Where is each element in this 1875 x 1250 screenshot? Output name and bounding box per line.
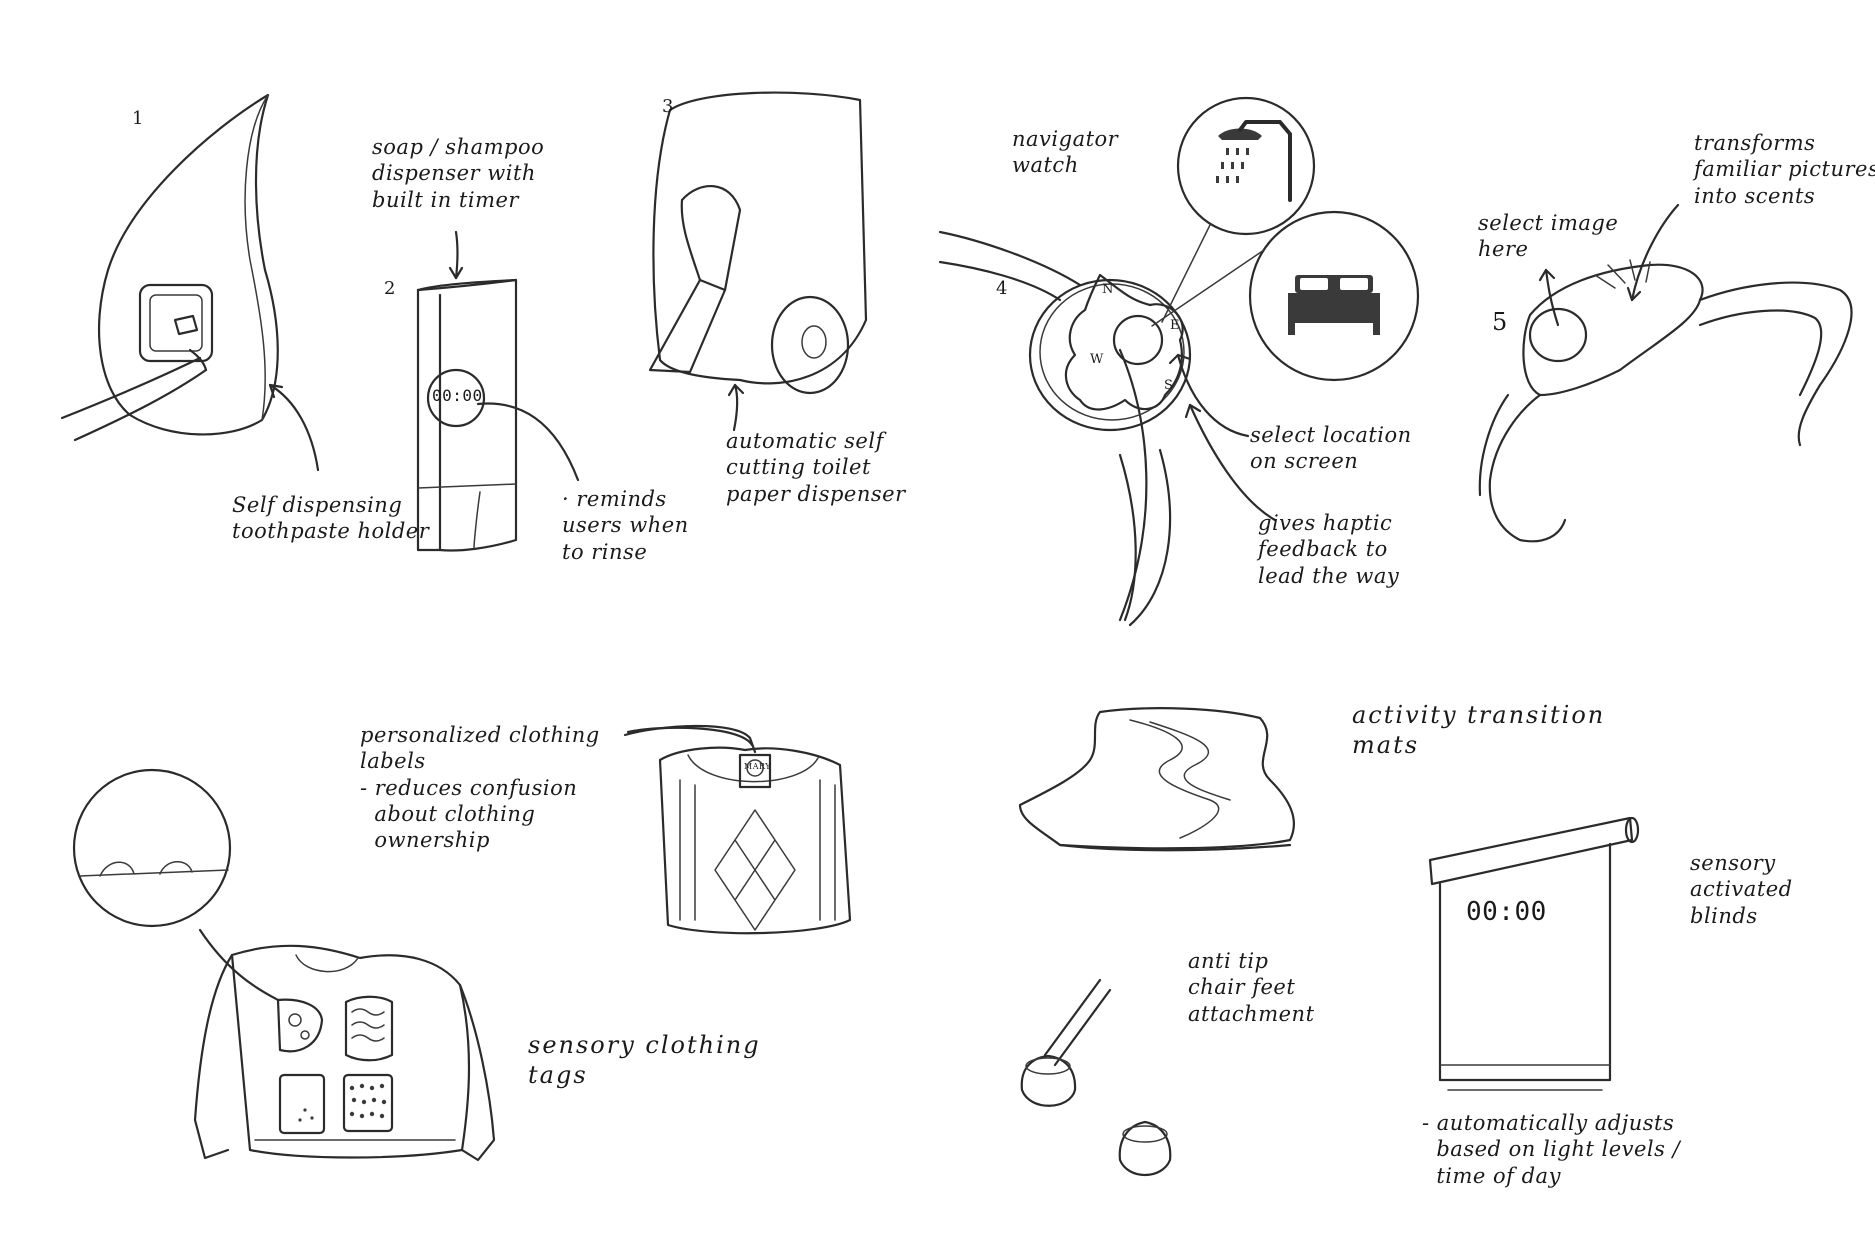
sketch-number-4: 4 — [996, 278, 1008, 299]
compass-east-label: E — [1170, 318, 1180, 333]
sketch-number-3: 3 — [662, 96, 674, 117]
sketch-number-2: 2 — [384, 278, 396, 299]
label-pointer-line — [626, 726, 754, 747]
compass-south-label: S — [1164, 378, 1174, 393]
scent-wristband-sketch — [1478, 203, 1853, 543]
toilet-paper-dispenser-sketch — [648, 91, 868, 432]
blinds-sketch — [1428, 816, 1640, 1091]
clothing-tag-name: MARY — [744, 762, 772, 771]
navigator-watch-title: navigator watch — [1012, 127, 1119, 178]
compass-west-label: W — [1090, 352, 1104, 367]
sensory-blinds-label: sensory activated blinds — [1690, 851, 1793, 928]
compass-north-label: N — [1102, 282, 1114, 297]
soap-dispenser-sketch — [416, 230, 580, 552]
soap-timer-display: 00:00 — [432, 386, 483, 405]
navigator-watch-sketch — [938, 96, 1420, 627]
sensory-tags-label: sensory clothing tags — [528, 1031, 761, 1089]
transition-mats-label: activity transition mats — [1352, 701, 1606, 759]
soap-dispenser-label: soap / shampoo dispenser with built in t… — [372, 135, 545, 212]
blinds-note-label: - automatically adjusts based on light l… — [1422, 1111, 1681, 1188]
toothpaste-holder-sketch — [60, 93, 320, 472]
personalized-labels-label: personalized clothing labels - reduces c… — [360, 723, 600, 852]
chair-feet-sketch — [1020, 978, 1172, 1176]
select-location-label: select location on screen — [1250, 423, 1412, 474]
toilet-paper-dispenser-label: automatic self cutting toilet paper disp… — [726, 429, 906, 506]
sketch-number-5: 5 — [1492, 308, 1510, 336]
sensory-tags-sketch — [72, 768, 496, 1162]
haptic-feedback-label: gives haptic feedback to lead the way — [1258, 511, 1400, 588]
toothpaste-holder-label: Self dispensing toothpaste holder — [232, 493, 430, 544]
rinse-reminder-label: · reminds users when to rinse — [562, 487, 689, 564]
labeled-sweater-sketch — [623, 724, 852, 935]
select-image-label: select image here — [1478, 211, 1619, 262]
chair-feet-label: anti tip chair feet attachment — [1188, 949, 1315, 1026]
scent-transform-label: transforms familiar pictures into scents — [1694, 131, 1875, 208]
transition-mat-sketch — [1018, 707, 1295, 852]
blinds-timer-display: 00:00 — [1466, 897, 1547, 927]
sketch-number-1: 1 — [132, 108, 144, 129]
